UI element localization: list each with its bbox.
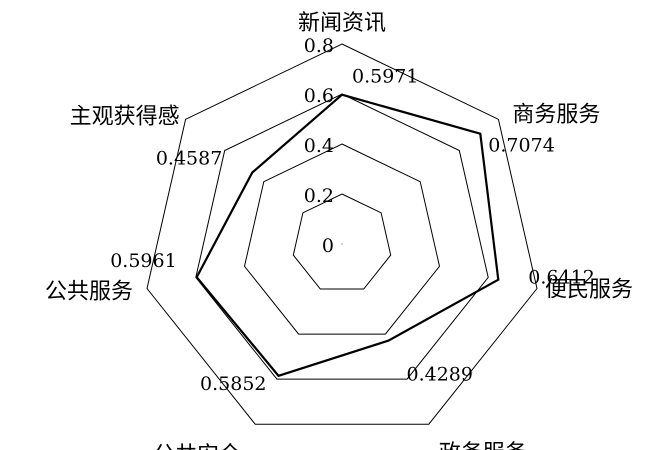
value-label-5: 0.5961 xyxy=(110,250,176,272)
category-label-2: 便民服务 xyxy=(545,278,633,303)
grid-ring-1 xyxy=(292,193,392,290)
category-label-6: 主观获得感 xyxy=(70,104,180,129)
tick-label-4: 0.8 xyxy=(304,35,334,57)
grid-layer xyxy=(146,43,538,425)
value-label-3: 0.4289 xyxy=(407,364,473,386)
value-label-0: 0.5971 xyxy=(352,66,418,88)
center-point xyxy=(341,243,343,245)
tick-label-2: 0.4 xyxy=(304,135,334,157)
tick-label-3: 0.6 xyxy=(304,85,334,107)
category-label-4: 公共安全 xyxy=(153,443,241,450)
grid-ring-3 xyxy=(195,93,489,380)
value-label-layer: 0.5971 0.7074 0.6412 0.4289 0.5852 0.5961 0.45… xyxy=(110,66,595,395)
category-label-3: 政务服务 xyxy=(439,441,527,450)
category-label-layer: 新闻资讯商务服务便民服务政务服务 公共安全 公共服务 主观获得感 xyxy=(45,11,633,450)
value-label-6: 0.4587 xyxy=(156,148,222,170)
grid-ring-4 xyxy=(146,43,538,425)
value-label-2: 0.6412 xyxy=(528,267,594,289)
value-label-4: 0.5852 xyxy=(200,373,266,395)
tick-label-1: 0.2 xyxy=(304,185,334,207)
series-layer xyxy=(195,93,500,378)
tick-label-layer: 0 0.2 0.4 0.6 0.8 xyxy=(304,35,334,257)
series-line-0 xyxy=(195,93,500,378)
value-label-1: 0.7074 xyxy=(488,135,554,157)
tick-label-0: 0 xyxy=(322,235,334,257)
category-label-1: 商务服务 xyxy=(512,102,600,127)
category-label-0: 新闻资讯 xyxy=(298,11,386,36)
grid-ring-2 xyxy=(243,143,441,335)
category-label-5: 公共服务 xyxy=(45,280,133,305)
